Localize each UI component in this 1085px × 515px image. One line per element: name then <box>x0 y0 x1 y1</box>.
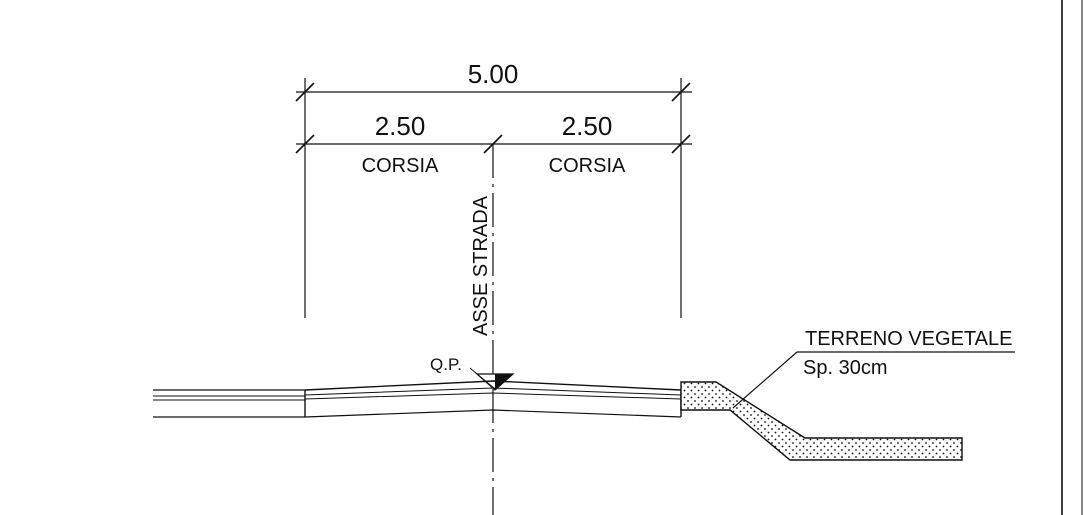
extension-lines <box>304 78 682 318</box>
topsoil-leader <box>732 351 1015 409</box>
level-marker <box>469 367 515 391</box>
dimension-total-value: 5.00 <box>468 59 519 89</box>
dimension-right-lane-value: 2.50 <box>562 111 613 141</box>
dimension-lanes <box>295 134 692 154</box>
sheet-frame <box>1061 0 1083 515</box>
topsoil-thickness: Sp. 30cm <box>803 357 887 379</box>
road-axis-label: ASSE STRADA <box>470 195 492 336</box>
dimension-left-lane-value: 2.50 <box>375 111 426 141</box>
topsoil-title: TERRENO VEGETALE <box>805 328 1012 350</box>
level-marker-label: Q.P. <box>430 355 462 374</box>
lane-label-right: CORSIA <box>549 155 626 177</box>
topsoil-layer <box>680 381 963 461</box>
road-pavement-section <box>153 380 682 418</box>
dimension-total <box>295 82 692 102</box>
lane-label-left: CORSIA <box>362 155 439 177</box>
